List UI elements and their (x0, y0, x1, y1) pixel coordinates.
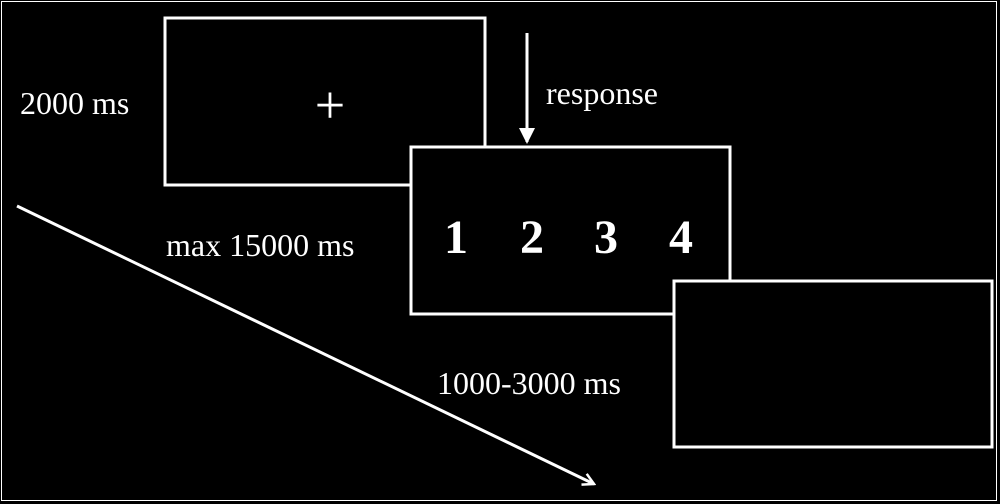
choice-option-3: 3 (594, 211, 618, 264)
time-arrow (16, 204, 594, 484)
choice-option-4: 4 (669, 211, 693, 264)
response-label: response (546, 75, 658, 111)
iti-duration-label: 1000-3000 ms (437, 365, 621, 401)
choice-duration-label: max 15000 ms (166, 227, 355, 263)
blank-screen (672, 279, 994, 449)
choice-option-1: 1 (444, 211, 468, 264)
fixation-duration-label: 2000 ms (20, 85, 130, 121)
fixation-cross: + (314, 75, 346, 135)
choice-option-2: 2 (520, 211, 544, 264)
